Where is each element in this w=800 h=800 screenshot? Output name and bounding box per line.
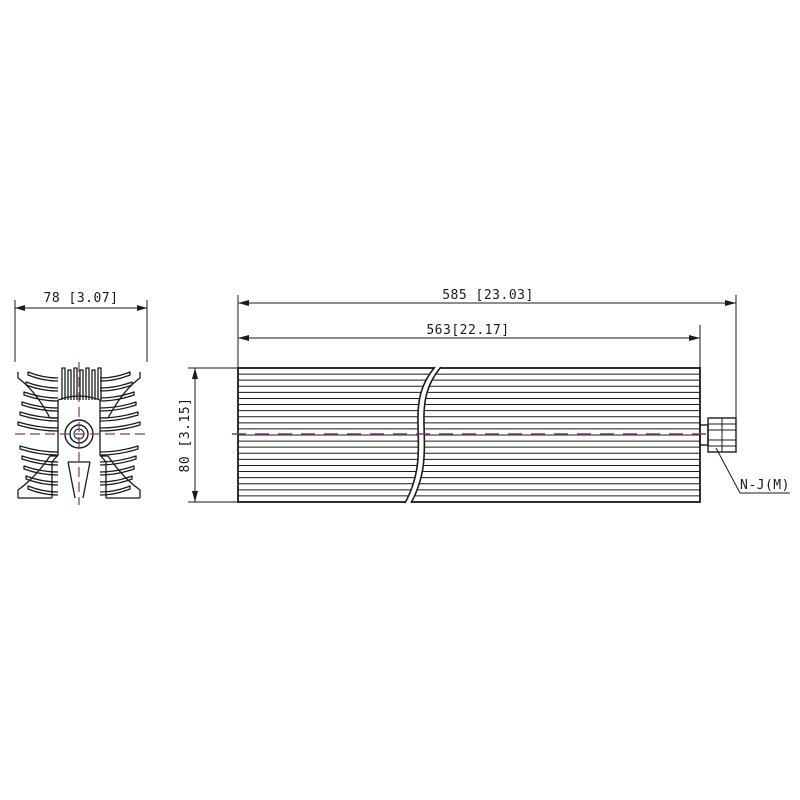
right-fin bbox=[99, 445, 139, 456]
right-fin bbox=[99, 401, 137, 412]
top-fin bbox=[91, 369, 96, 400]
right-fin bbox=[99, 381, 133, 392]
connector-callout: N-J(M) bbox=[715, 447, 790, 494]
left-fin bbox=[17, 421, 59, 432]
left-fin bbox=[23, 465, 59, 476]
left-outer-wing-bottom bbox=[17, 455, 58, 498]
right-outer-wing-bottom bbox=[100, 455, 141, 498]
right-fin bbox=[99, 475, 133, 486]
right-fin bbox=[99, 485, 131, 496]
left-fin bbox=[21, 401, 59, 412]
heatsink-profile bbox=[17, 367, 141, 499]
top-fin bbox=[79, 369, 84, 400]
right-fin bbox=[99, 371, 131, 382]
top-fin bbox=[97, 367, 102, 400]
heatsink-body-side bbox=[237, 366, 701, 504]
right-fin bbox=[99, 465, 135, 476]
left-fin bbox=[19, 445, 59, 456]
end-view: 78 [3.07] bbox=[14, 291, 150, 505]
right-fin bbox=[99, 421, 141, 432]
break-band bbox=[405, 367, 441, 503]
end-width-dimension: 78 [3.07] bbox=[14, 291, 148, 362]
overall-length-dimension: 585 [23.03] bbox=[237, 288, 737, 420]
left-fin bbox=[19, 411, 59, 422]
height-dimension: 80 [3.15] bbox=[178, 367, 238, 503]
top-fin bbox=[85, 367, 90, 400]
top-fin bbox=[67, 369, 72, 400]
left-fin bbox=[25, 381, 59, 392]
left-fin bbox=[23, 391, 59, 402]
height-label: 80 [3.15] bbox=[178, 398, 193, 473]
end-width-label: 78 [3.07] bbox=[44, 291, 119, 306]
left-fin bbox=[25, 475, 59, 486]
top-fin bbox=[61, 367, 66, 400]
right-fin bbox=[99, 411, 139, 422]
break-line-left bbox=[404, 366, 436, 504]
side-view: 585 [23.03] 563[22.17] 80 [3.15] bbox=[178, 288, 790, 504]
right-fin bbox=[99, 391, 135, 402]
overall-length-label: 585 [23.03] bbox=[442, 288, 534, 303]
left-fin bbox=[27, 371, 59, 382]
body-length-label: 563[22.17] bbox=[426, 323, 509, 338]
body-length-dimension: 563[22.17] bbox=[238, 323, 701, 368]
connector-callout-label: N-J(M) bbox=[740, 478, 790, 493]
right-outer-wing-top bbox=[100, 372, 141, 419]
break-line-right bbox=[410, 366, 442, 504]
left-outer-wing-top bbox=[17, 372, 58, 419]
n-type-connector bbox=[699, 417, 737, 453]
top-fin bbox=[73, 367, 78, 400]
end-view-centerlines bbox=[15, 362, 150, 505]
left-fin bbox=[27, 485, 59, 496]
